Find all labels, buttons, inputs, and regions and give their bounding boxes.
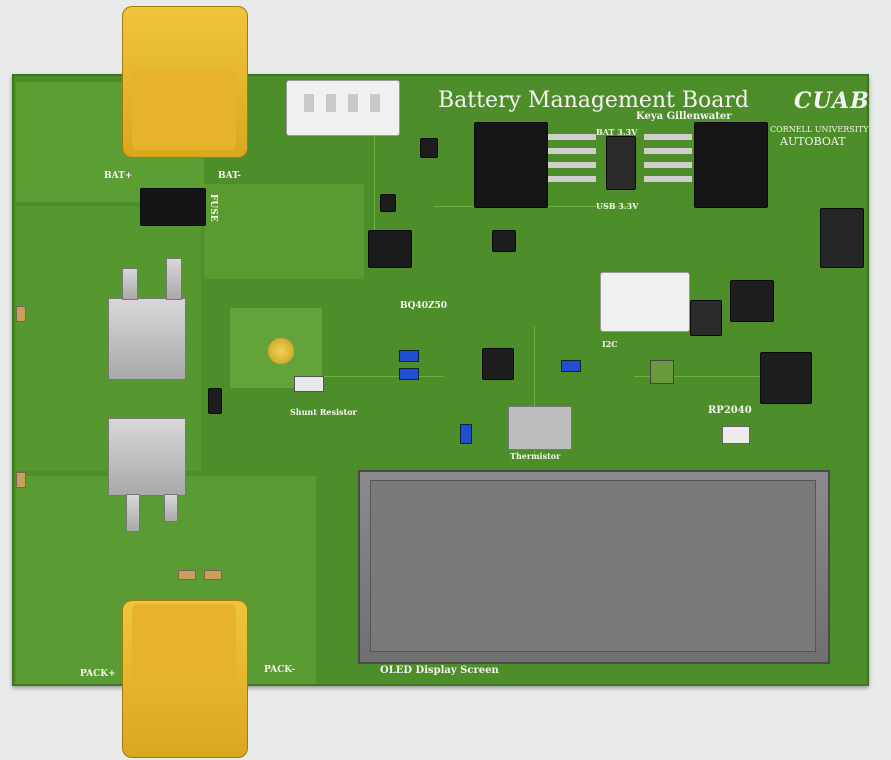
bat-minus-label: BAT-	[218, 171, 242, 181]
capacitor	[204, 570, 222, 580]
university-label: CORNELL UNIVERSITY	[770, 125, 869, 134]
test-pad[interactable]	[268, 338, 294, 364]
pack-minus-label: PACK-	[264, 665, 296, 675]
pin	[644, 134, 692, 140]
fuse	[140, 188, 206, 226]
pack-connector-body	[132, 604, 236, 684]
regulator-right	[694, 122, 768, 208]
pin	[548, 176, 596, 182]
capacitor	[16, 472, 26, 488]
usb-port	[650, 360, 674, 384]
mosfet-tab-bottom	[126, 494, 140, 532]
usb-3v3-label: USB 3.3V	[596, 201, 639, 211]
side-connector	[820, 208, 864, 268]
bat-connector-body	[132, 70, 236, 150]
oled-label: OLED Display Screen	[380, 665, 499, 676]
trace	[634, 376, 764, 377]
pack-plus-label: PACK+	[80, 669, 116, 679]
board-title: Battery Management Board	[438, 88, 749, 113]
shunt-resistor	[294, 376, 324, 392]
blue-resistor	[561, 360, 581, 372]
bat-3v3-label: BAT 3.3V	[596, 127, 638, 137]
oled-frame-inner	[370, 480, 816, 652]
bq-label: BQ40Z50	[400, 301, 448, 311]
blue-resistor	[460, 424, 472, 444]
ic-small	[492, 230, 516, 252]
ic-small	[380, 194, 396, 212]
mosfet-top	[108, 298, 186, 380]
header-pin	[348, 94, 358, 112]
i2c-connector[interactable]	[600, 272, 690, 332]
capacitor	[178, 570, 196, 580]
bat-plus-label: BAT+	[104, 171, 133, 181]
trace	[374, 116, 375, 236]
pin	[548, 134, 596, 140]
pin	[548, 148, 596, 154]
blue-resistor	[399, 350, 419, 362]
rp2040-label: RP2040	[708, 405, 752, 416]
regulator-left	[474, 122, 548, 208]
thermistor-label: Thermistor	[510, 451, 561, 461]
header-2pin[interactable]	[690, 300, 722, 336]
diode	[208, 388, 222, 414]
pin	[548, 162, 596, 168]
flash-chip	[730, 280, 774, 322]
trace	[534, 326, 535, 456]
fuse-label: FUSE	[208, 194, 218, 222]
blue-resistor	[399, 368, 419, 380]
board-author: Keya Gillenwater	[636, 111, 732, 122]
pin	[644, 176, 692, 182]
capacitor	[16, 306, 26, 322]
crystal	[722, 426, 750, 444]
header-pin	[326, 94, 336, 112]
rp2040-chip	[760, 352, 812, 404]
copper-pour-top-mid	[204, 184, 364, 279]
bq40z50-chip	[482, 348, 514, 380]
header-pin	[370, 94, 380, 112]
pin	[644, 162, 692, 168]
mosfet-tab-top	[122, 268, 138, 300]
mosfet-bottom	[108, 418, 186, 496]
shunt-label: Shunt Resistor	[290, 407, 357, 417]
pcb-board: Battery Management Board Keya Gillenwate…	[12, 74, 869, 686]
ic-small	[420, 138, 438, 158]
header-pin	[304, 94, 314, 112]
mosfet-tab-top	[166, 258, 182, 300]
pin	[644, 148, 692, 154]
power-select-jumper[interactable]	[606, 136, 636, 190]
logo-text: CUAB	[794, 88, 870, 114]
team-label: AUTOBOAT	[780, 135, 846, 148]
thermistor-connector[interactable]	[508, 406, 572, 450]
mosfet-tab-bottom	[164, 494, 178, 522]
trace	[324, 376, 444, 377]
inductor	[368, 230, 412, 268]
i2c-label: I2C	[602, 339, 618, 349]
